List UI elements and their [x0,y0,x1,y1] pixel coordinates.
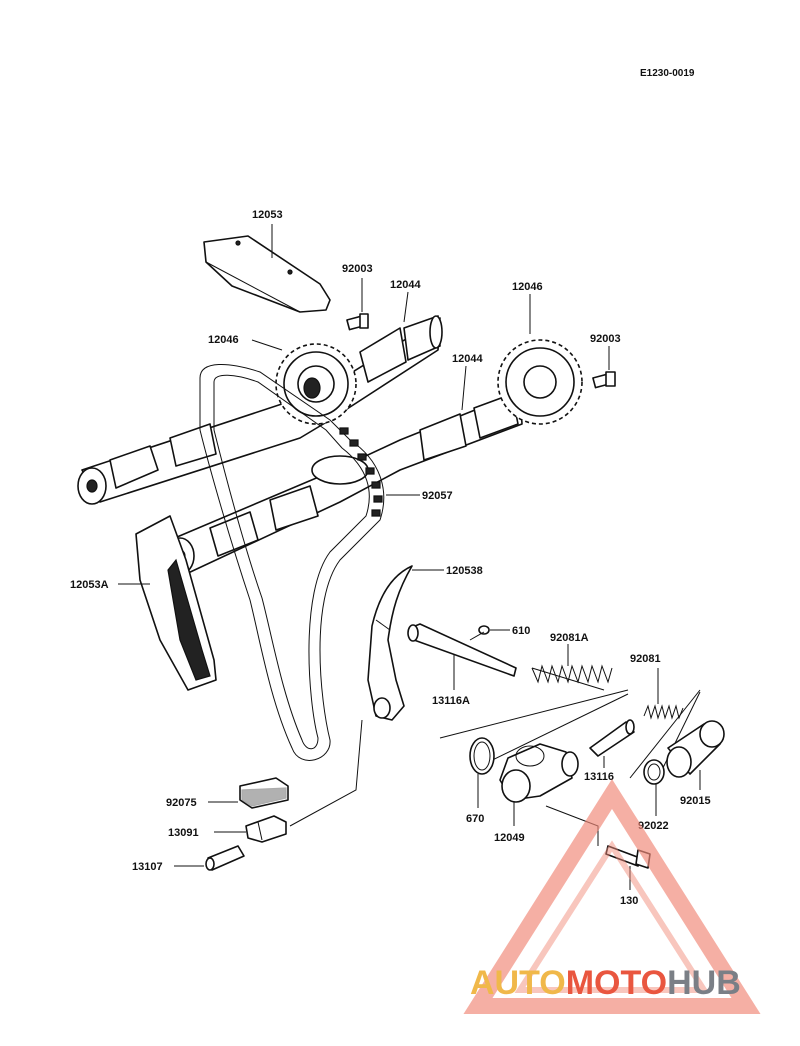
holder-13091 [245,815,287,843]
pin-13107 [205,845,245,871]
o-ring-670 [469,737,495,775]
label-12044-lower: 12044 [452,353,483,365]
label-12044-upper: 12044 [390,279,421,291]
o-ring-92022 [643,759,665,785]
chain-guide-top [203,235,331,313]
tensioner-body [499,743,579,803]
label-12049: 12049 [494,832,525,844]
label-12053: 12053 [252,209,283,221]
label-12053A: 12053A [70,579,109,591]
label-12046-left: 12046 [208,334,239,346]
ball-610 [478,625,490,635]
label-92081: 92081 [630,653,661,665]
label-92075: 92075 [166,797,197,809]
label-670: 670 [466,813,484,825]
sprocket-right [497,339,583,425]
label-92003-right: 92003 [590,333,621,345]
label-12046-right: 12046 [512,281,543,293]
label-92015: 92015 [680,795,711,807]
watermark-logo [463,779,761,1014]
reference-code: E1230-0019 [640,68,695,79]
spring-92081 [643,704,684,720]
camshaft-lower [165,391,523,575]
chain-tensioner-guide [367,565,413,721]
label-13116A: 13116A [432,695,470,707]
camshaft-upper [77,315,443,505]
tensioner-pushrod [407,623,517,677]
plunger-13116 [589,719,635,757]
label-610: 610 [512,625,530,637]
sprocket-left [275,343,357,425]
label-120538: 120538 [446,565,483,577]
cam-chain [199,363,385,761]
cap-bolt-92015 [666,720,725,778]
label-92057: 92057 [422,490,453,502]
label-92003-left: 92003 [342,263,373,275]
label-92022: 92022 [638,820,669,832]
label-92081A: 92081A [550,632,589,644]
label-13091: 13091 [168,827,199,839]
bolt-92003-left [346,313,369,331]
rubber-damper-92075 [239,777,289,809]
label-13107: 13107 [132,861,163,873]
spring-92081A [531,664,613,691]
chain-guide-rear [135,515,217,691]
label-130: 130 [620,895,638,907]
label-13116: 13116 [584,771,614,783]
watermark-text: AUTOMOTOHUB [470,964,741,1002]
bolt-92003-right [592,371,616,389]
